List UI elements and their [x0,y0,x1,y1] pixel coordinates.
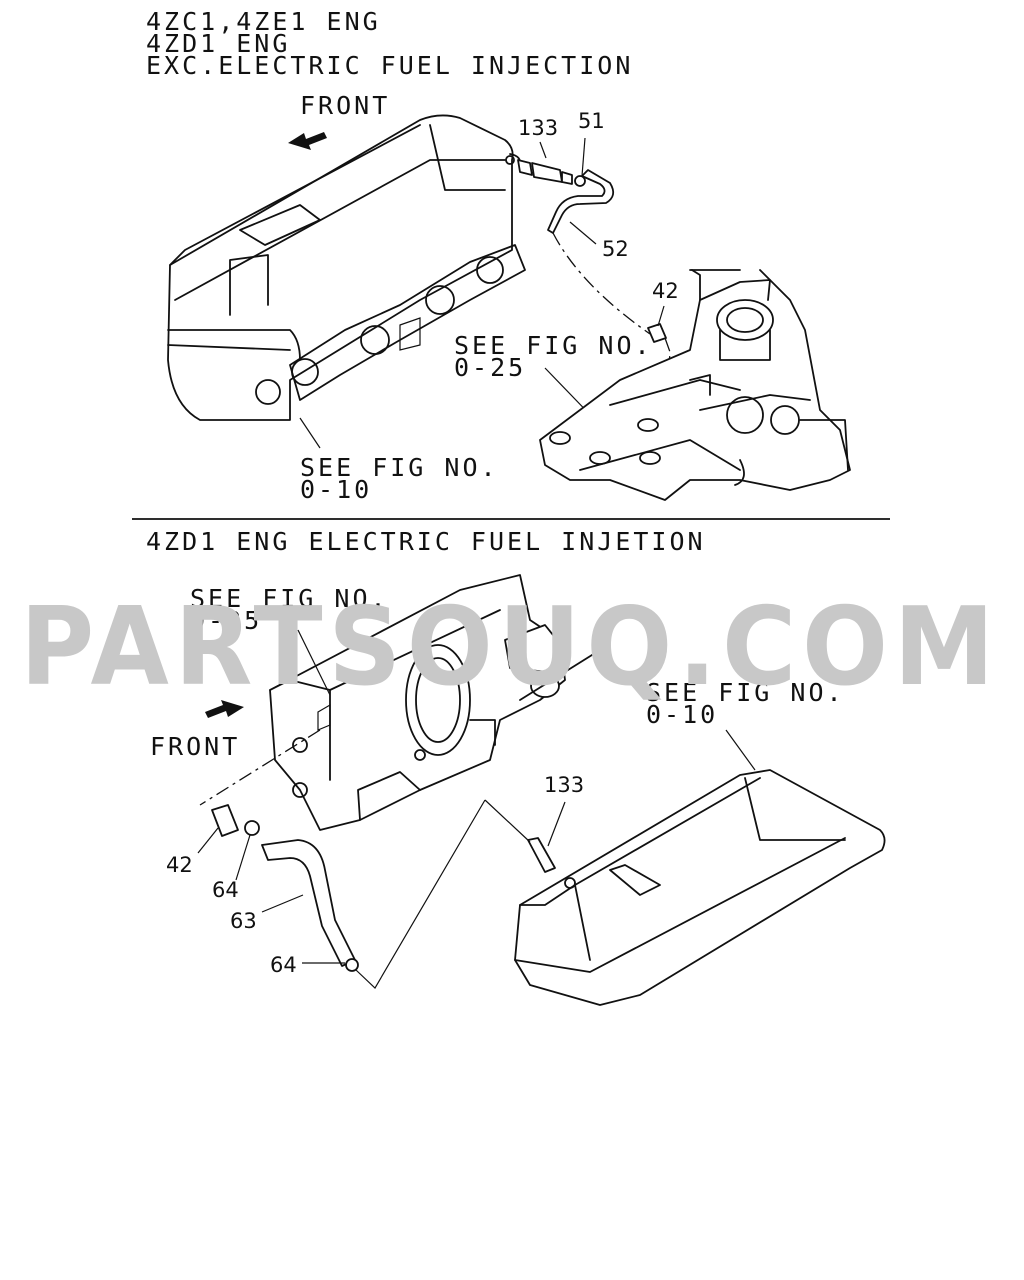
header-line-3: EXC.ELECTRIC FUEL INJECTION [146,51,633,80]
lower-callout-133: 133 [544,773,584,797]
upper-ref-cover-line1: SEE FIG NO. [300,453,499,482]
lower-intake-manifold [269,574,601,831]
lower-clip-64-upper [244,820,260,836]
lower-breather-valve-133 [527,837,556,873]
header-line-2: 4ZD1 ENG [146,29,290,58]
header-line-1: 4ZC1,4ZE1 ENG [146,7,381,36]
upper-ref-cover-line2: 0-10 [300,475,372,504]
upper-intake-manifold [539,269,851,501]
upper-callout-42: 42 [652,279,679,303]
lower-hose-63 [261,839,356,967]
lower-front-label: FRONT [150,732,240,761]
front-arrow-icon [205,700,244,718]
watermark: PARTSOUQ.COM [20,585,1000,710]
lower-callout-42: 42 [166,853,193,877]
lower-ref-intake-line2: 0-25 [190,606,262,635]
front-arrow-icon [288,132,327,150]
lower-connector-42 [211,804,239,837]
upper-ref-intake-line1: SEE FIG NO. [454,331,653,360]
upper-valve-cover [167,114,526,421]
lower-valve-cover [514,769,886,1006]
lower-ref-cover-line2: 0-10 [646,700,718,729]
upper-callout-52: 52 [602,237,629,261]
lower-callout-64-lower: 64 [270,953,297,977]
upper-callout-133: 133 [518,116,558,140]
upper-breather-valve-133 [517,159,573,185]
lower-callout-64-upper: 64 [212,878,239,902]
upper-callout-51: 51 [578,109,605,133]
lower-ref-cover-line1: SEE FIG NO. [646,678,845,707]
upper-front-label: FRONT [300,91,390,120]
upper-clip-51 [574,175,586,187]
upper-ref-intake-line2: 0-25 [454,353,526,382]
lower-clip-64-lower [345,958,359,972]
section2-title: 4ZD1 ENG ELECTRIC FUEL INJETION [146,527,706,556]
lower-callout-63: 63 [230,909,257,933]
upper-connector-42 [647,323,667,343]
lower-ref-intake-line1: SEE FIG NO. [190,584,389,613]
